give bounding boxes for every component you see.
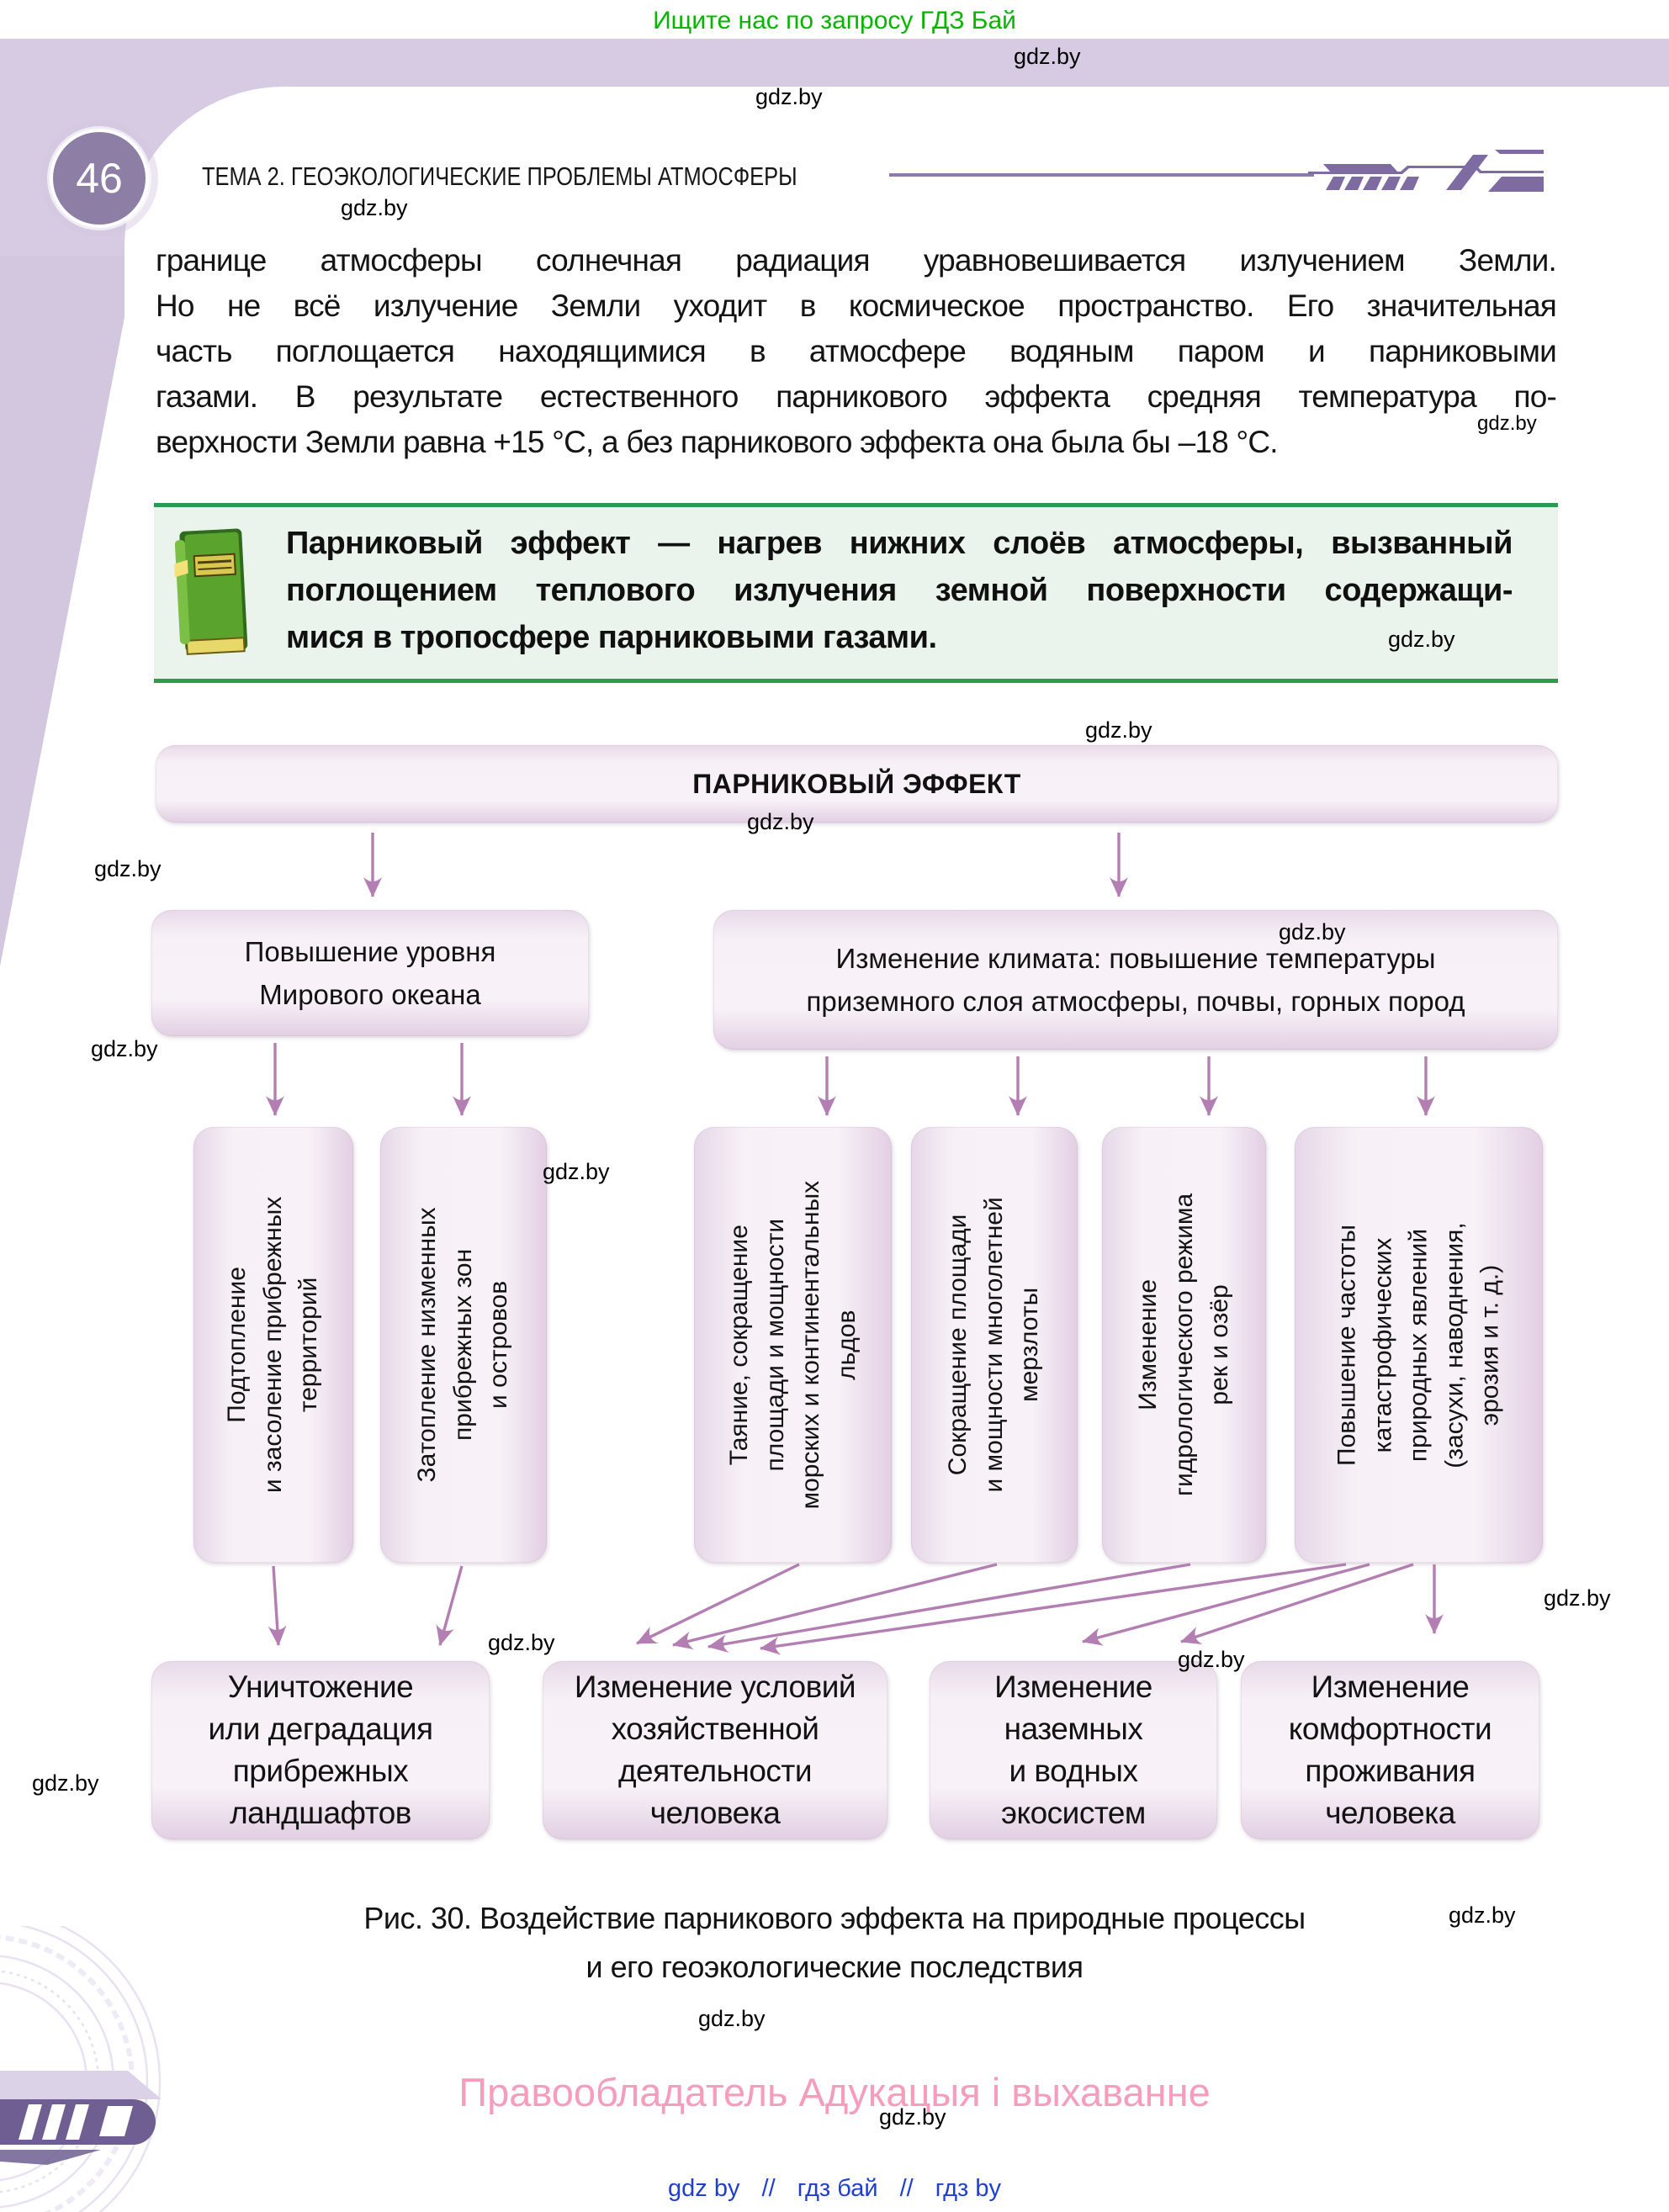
definition-line: поглощением теплового излучения земной п… bbox=[286, 573, 1513, 608]
header-deco-ornament bbox=[1308, 150, 1544, 192]
chapter-header: ТЕМА 2. ГЕОЭКОЛОГИЧЕСКИЕ ПРОБЛЕМЫ АТМОСФ… bbox=[202, 161, 797, 191]
header-rule bbox=[889, 173, 1314, 177]
footer-link-gdz-bai[interactable]: гдз бай bbox=[797, 2175, 878, 2202]
watermark-gdz: gdz.by bbox=[755, 84, 823, 109]
watermark-gdz: gdz.by bbox=[747, 809, 814, 834]
definition-line: Парниковый эффект — нагрев нижних слоёв … bbox=[286, 520, 1513, 567]
figure-caption: Рис. 30. Воздействие парникового эффекта… bbox=[363, 1901, 1306, 1984]
watermark-gdz: gdz.by bbox=[1178, 1647, 1245, 1672]
link-separator: // bbox=[761, 2175, 776, 2202]
definition-term: Парниковый эффект bbox=[286, 526, 631, 561]
definition-rest: — нагрев нижних слоёв атмосферы, вызванн… bbox=[630, 526, 1513, 561]
paragraph-line: верхности Земли равна +15 °С, а без парн… bbox=[156, 425, 1279, 459]
diagram-box-climate-change: Изменение климата: повышение температуры… bbox=[713, 910, 1558, 1050]
footer-links: gdz by // гдз бай // гдз by bbox=[0, 2175, 1669, 2203]
watermark-gdz: gdz.by bbox=[1477, 412, 1537, 435]
diagram-box-label: Изменение климата: повышение температуры… bbox=[806, 942, 1465, 1017]
paragraph-line: газами. В результате естественного парни… bbox=[156, 379, 1557, 414]
watermark-gdz: gdz.by bbox=[1544, 1585, 1611, 1611]
watermark-gdz: gdz.by bbox=[488, 1630, 555, 1655]
watermark-gdz: gdz.by bbox=[879, 2104, 946, 2130]
watermark-gdz: gdz.by bbox=[32, 1770, 99, 1796]
top-banner-text: Ищите нас по запросу ГДЗ Бай bbox=[653, 7, 1016, 34]
corner-tech-decoration bbox=[0, 1926, 162, 2212]
diagram-title: ПАРНИКОВЫЙ ЭФФЕКТ bbox=[692, 768, 1021, 799]
watermark-gdz: gdz.by bbox=[91, 1036, 158, 1061]
watermark-gdz: gdz.by bbox=[1279, 919, 1346, 945]
body-paragraph: границе атмосферы солнечная радиация ура… bbox=[156, 238, 1557, 465]
watermark-gdz: gdz.by bbox=[1014, 44, 1081, 69]
copyright-line: Правообладатель Адукацыя і выхаванне bbox=[458, 2070, 1211, 2114]
link-separator: // bbox=[899, 2175, 914, 2202]
definition-line: мися в тропосфере парниковыми газами. bbox=[286, 620, 937, 655]
watermark-gdz: gdz.by bbox=[698, 2006, 766, 2031]
watermark-gdz: gdz.by bbox=[1449, 1902, 1516, 1928]
watermark-gdz: gdz.by bbox=[341, 195, 408, 220]
watermark-gdz: gdz.by bbox=[1388, 627, 1455, 652]
definition-text: Парниковый эффект — нагрев нижних слоёв … bbox=[286, 520, 1513, 661]
book-icon bbox=[174, 528, 248, 655]
footer-link-gdz-by[interactable]: gdz by bbox=[668, 2175, 740, 2202]
diagram-title-box: ПАРНИКОВЫЙ ЭФФЕКТ bbox=[156, 745, 1558, 823]
watermark-gdz: gdz.by bbox=[1085, 717, 1152, 743]
paragraph-line: Но не всё излучение Земли уходит в косми… bbox=[156, 288, 1557, 323]
page-number: 46 bbox=[53, 132, 146, 225]
footer-link-gdz-by2[interactable]: гдз by bbox=[935, 2175, 1001, 2202]
definition-box bbox=[154, 503, 1558, 683]
watermark-gdz: gdz.by bbox=[543, 1159, 610, 1184]
watermark-gdz: gdz.by bbox=[94, 856, 162, 881]
paragraph-line: часть поглощается находящимися в атмосфе… bbox=[156, 334, 1557, 368]
paragraph-line: границе атмосферы солнечная радиация ура… bbox=[156, 243, 1557, 278]
